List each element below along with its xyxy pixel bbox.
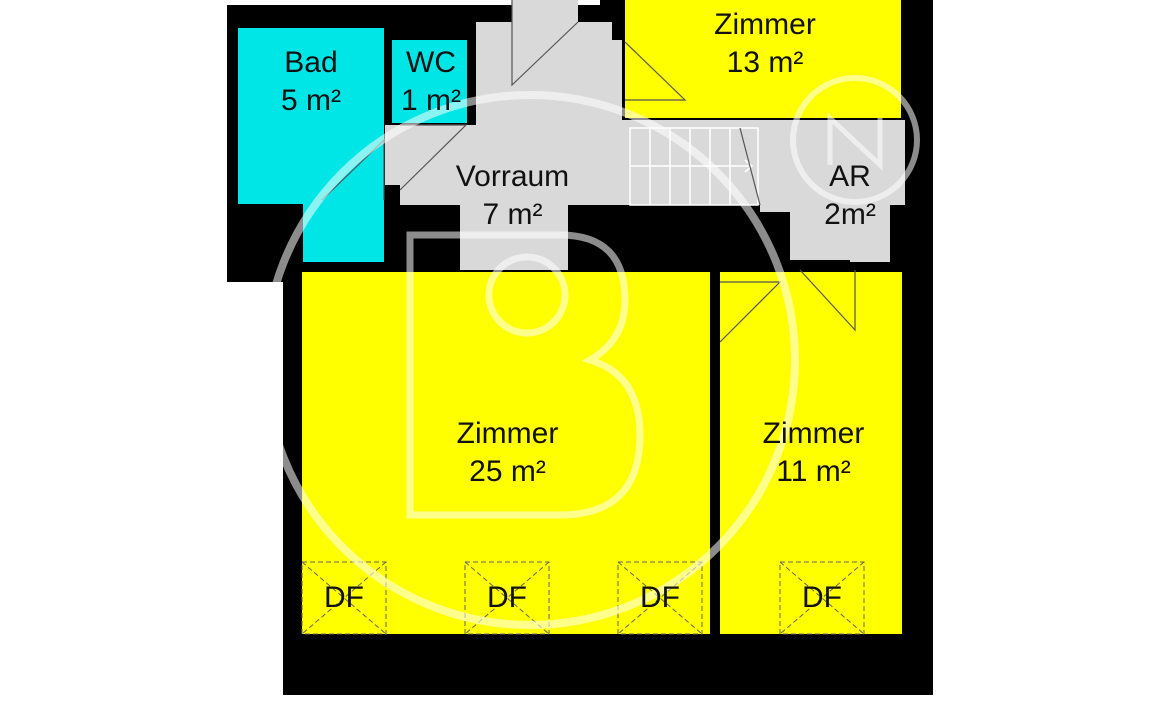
skylight-label: DF xyxy=(324,581,364,614)
room-area: 5 m² xyxy=(281,84,341,117)
room-area: 1 m² xyxy=(401,84,461,117)
room-area: 7 m² xyxy=(482,198,543,231)
room-area: 11 m² xyxy=(776,455,851,488)
room-label-vorraum: Vorraum 7 m² xyxy=(430,158,595,234)
skylight-label: DF xyxy=(802,581,842,614)
room-name: Vorraum xyxy=(455,160,570,193)
room-name: Bad xyxy=(284,46,338,79)
room-area: 25 m² xyxy=(469,455,546,488)
circulation-area xyxy=(385,0,905,270)
room-name: Zimmer xyxy=(762,417,865,450)
room-name: WC xyxy=(406,46,456,79)
watermark-logo xyxy=(261,75,920,629)
staircase xyxy=(629,127,759,206)
room-label-wc: WC 1 m² xyxy=(392,44,470,120)
room-name: Zimmer xyxy=(456,417,559,450)
room-label-zimmer-large: Zimmer 25 m² xyxy=(420,415,595,491)
room-area: 13 m² xyxy=(726,46,804,79)
room-name: Zimmer xyxy=(714,8,816,41)
room-label-ar: AR 2m² xyxy=(805,158,895,234)
skylight-label: DF xyxy=(640,581,680,614)
skylight-label: DF xyxy=(487,581,527,614)
room-label-zimmer-top: Zimmer 13 m² xyxy=(680,6,850,82)
room-area: 2m² xyxy=(824,198,876,231)
room-label-bad: Bad 5 m² xyxy=(238,44,384,120)
room-name: AR xyxy=(829,160,871,193)
room-label-zimmer-right: Zimmer 11 m² xyxy=(726,415,901,491)
